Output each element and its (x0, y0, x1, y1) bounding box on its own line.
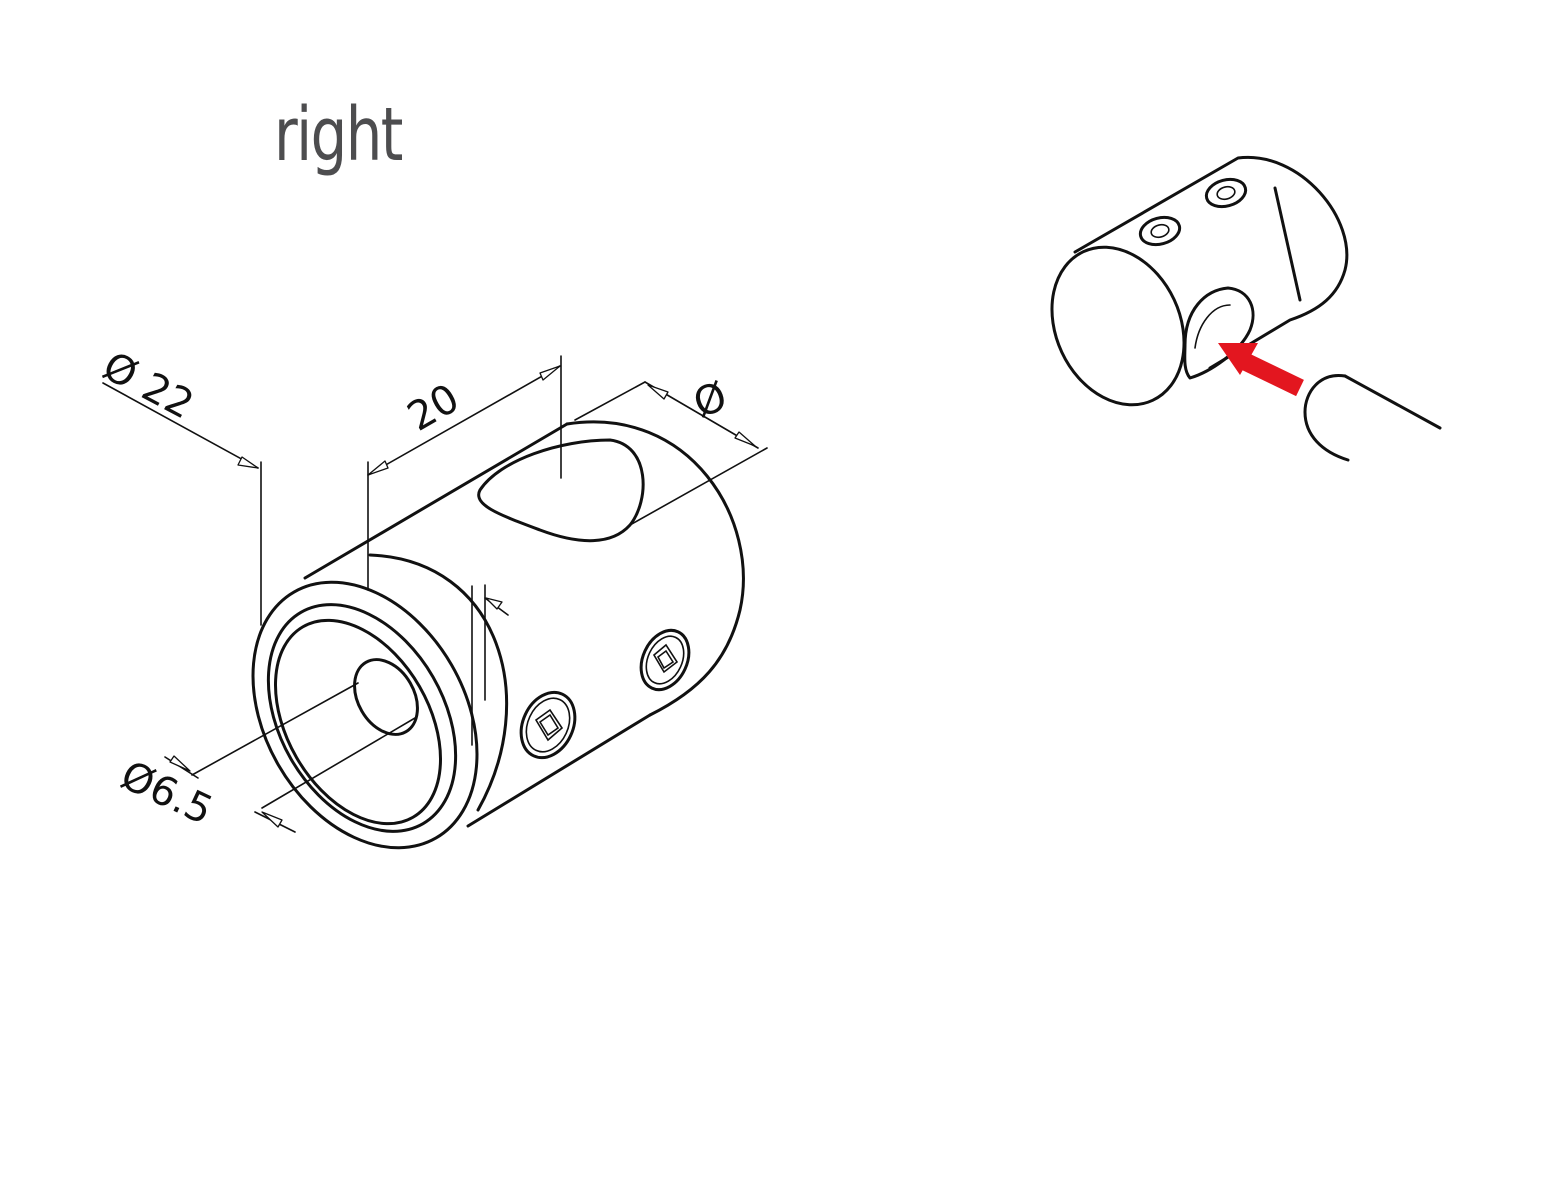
page-title: right (274, 92, 403, 178)
set-screw-lower (519, 690, 577, 760)
cylinder-body (303, 420, 745, 828)
front-face (251, 580, 479, 850)
small-fitting (1050, 155, 1349, 407)
set-screw-upper (639, 628, 691, 692)
dimension-marker-seam (471, 584, 509, 746)
cross-hole (477, 438, 645, 543)
rod (1303, 374, 1442, 462)
small-screw-left (1138, 215, 1182, 247)
insertion-arrow (1218, 343, 1304, 397)
small-screw-right (1204, 177, 1248, 209)
